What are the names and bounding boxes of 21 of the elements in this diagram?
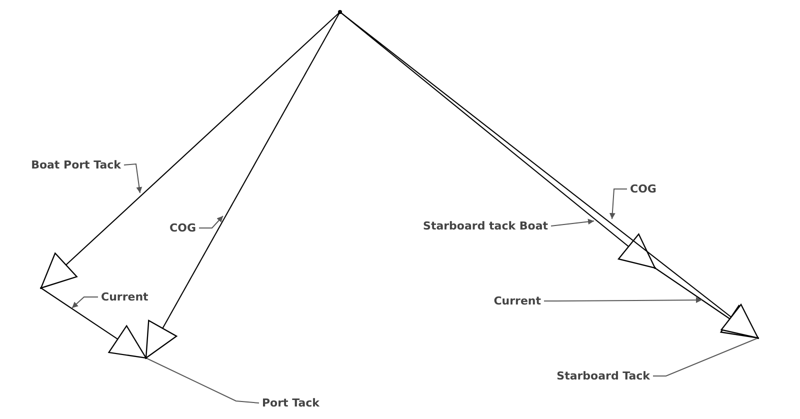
- vector-arrow: [40, 288, 147, 359]
- vector-label: Current: [494, 294, 541, 308]
- leader-line: [550, 218, 594, 226]
- vector-label: Starboard Tack: [556, 370, 650, 382]
- vector-label: Boat Port Tack: [31, 158, 121, 172]
- vector-arrow: [340, 12, 759, 339]
- origin-dot: [338, 10, 342, 14]
- vector-arrow: [40, 12, 340, 289]
- leader-line: [198, 216, 224, 228]
- vector-label: COG: [170, 222, 196, 234]
- vector-label: COG: [630, 182, 656, 196]
- leader-line: [124, 163, 142, 194]
- leader-line: [72, 296, 98, 308]
- leader-line: [652, 338, 758, 376]
- leader-line: [544, 297, 702, 304]
- vector-arrow: [145, 12, 340, 359]
- vector-label: Current: [101, 290, 148, 304]
- leader-line: [146, 358, 260, 404]
- leader-line: [609, 188, 628, 220]
- vector-label: Port Tack: [262, 396, 320, 410]
- vector-label: Starboard tack Boat: [423, 220, 548, 232]
